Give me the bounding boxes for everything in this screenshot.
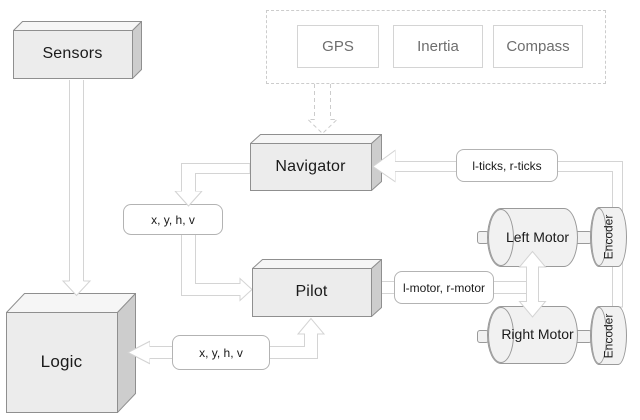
sensors-to-logic-connector — [69, 80, 84, 281]
cylinder-rim — [488, 307, 514, 363]
nav-state-label: x, y, h, v — [123, 204, 223, 235]
cylinder-rim — [591, 208, 607, 266]
navigator-node: Navigator — [250, 134, 382, 191]
sensors-node: Sensors — [13, 21, 142, 79]
left-encoder-node: Encoder — [590, 207, 627, 267]
cylinder-rim — [488, 209, 514, 266]
inertia-chip: Inertia — [393, 25, 483, 68]
left-encoder-label: Encoder — [591, 208, 626, 266]
motor-cmd-label: l-motor, r-motor — [394, 271, 494, 304]
navigator-3d-shape — [250, 134, 382, 191]
pilot-3d-shape — [252, 259, 382, 317]
right-encoder-node: Encoder — [590, 306, 627, 365]
navigator-label: Navigator — [275, 157, 346, 175]
logic-state-label: x, y, h, v — [172, 335, 270, 370]
inertia-label: Inertia — [417, 38, 459, 55]
gps-chip: GPS — [297, 25, 379, 68]
sensors-label: Sensors — [42, 45, 103, 62]
right-encoder-text: Encoder — [601, 313, 616, 358]
compass-label: Compass — [506, 38, 570, 55]
left-motor-node: Left Motor — [487, 208, 578, 267]
right-motor-label: Right Motor — [501, 326, 574, 343]
pilot-label: Pilot — [295, 283, 328, 300]
left-encoder-text: Encoder — [601, 214, 616, 260]
pilot-node: Pilot — [252, 259, 382, 317]
sensorgroup-to-navigator-dashed-arrowhead — [306, 119, 339, 135]
right-encoder-label: Encoder — [591, 307, 626, 364]
sensors-3d-shape — [13, 21, 142, 79]
gps-label: GPS — [322, 38, 354, 55]
cylinder-rim — [591, 307, 607, 364]
logic-node: Logic — [6, 293, 136, 413]
logic-label: Logic — [40, 352, 83, 371]
sensorgroup-to-navigator-dashed-shaft — [314, 84, 331, 120]
state-to-pilot-connector — [181, 233, 253, 302]
compass-chip: Compass — [493, 25, 583, 68]
logic-3d-shape — [6, 293, 136, 413]
right-motor-node: Right Motor — [487, 306, 578, 364]
ticks-label: l-ticks, r-ticks — [456, 149, 558, 182]
navigator-to-state-connector — [174, 163, 251, 207]
sensor-source-group: GPS Inertia Compass — [266, 10, 606, 84]
left-motor-label: Left Motor — [505, 228, 570, 245]
